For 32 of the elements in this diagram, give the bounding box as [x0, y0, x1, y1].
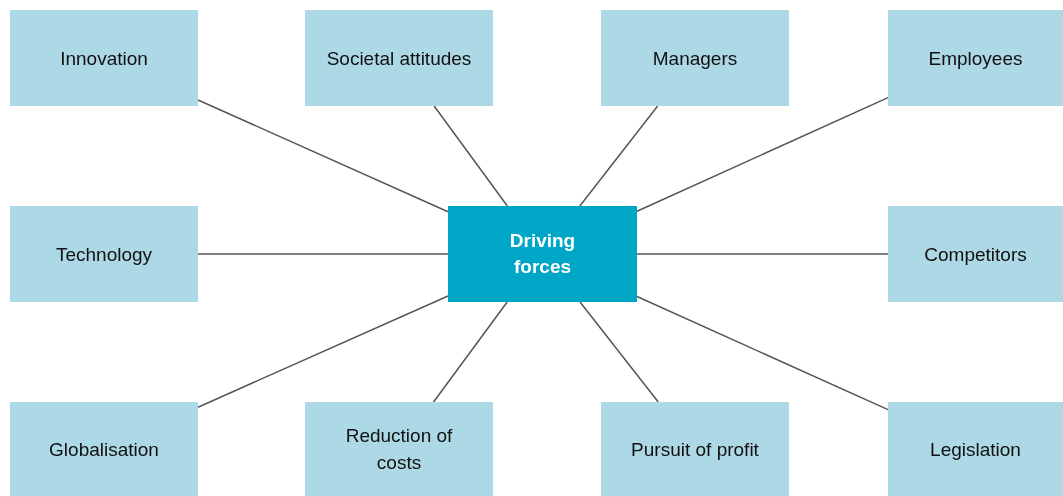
- connector-line: [197, 253, 449, 255]
- factor-box: [601, 402, 789, 496]
- box-label: Pursuit of profit: [631, 437, 759, 462]
- connector-line: [579, 105, 659, 207]
- factor-box: [888, 206, 1063, 302]
- box-label: Managers: [652, 46, 738, 71]
- box-label: Driving forces: [508, 229, 577, 279]
- connector-line: [432, 301, 508, 403]
- connector-line: [636, 295, 889, 411]
- box-label: Legislation: [930, 437, 1021, 462]
- connector-line: [636, 253, 889, 255]
- box-label: Innovation: [60, 46, 148, 71]
- factor-box: [10, 10, 198, 106]
- box-label: Technology: [55, 242, 153, 267]
- box-label: Societal attitudes: [326, 46, 472, 71]
- connector-line: [433, 105, 509, 207]
- factor-box: [601, 10, 789, 106]
- factor-box: [305, 402, 493, 496]
- factor-box: [888, 402, 1063, 496]
- factor-box: [888, 10, 1063, 106]
- connector-line: [197, 295, 449, 408]
- box-label: Globalisation: [49, 437, 159, 462]
- box-label: Reduction of costs: [344, 424, 454, 475]
- box-label: Employees: [928, 46, 1023, 71]
- central-box: [448, 206, 637, 302]
- connector-line: [579, 301, 659, 403]
- factor-box: [305, 10, 493, 106]
- box-label: Competitors: [924, 242, 1027, 267]
- factor-box: [10, 206, 198, 302]
- factor-box: [10, 402, 198, 496]
- connector-line: [197, 99, 449, 213]
- connector-line: [636, 96, 889, 212]
